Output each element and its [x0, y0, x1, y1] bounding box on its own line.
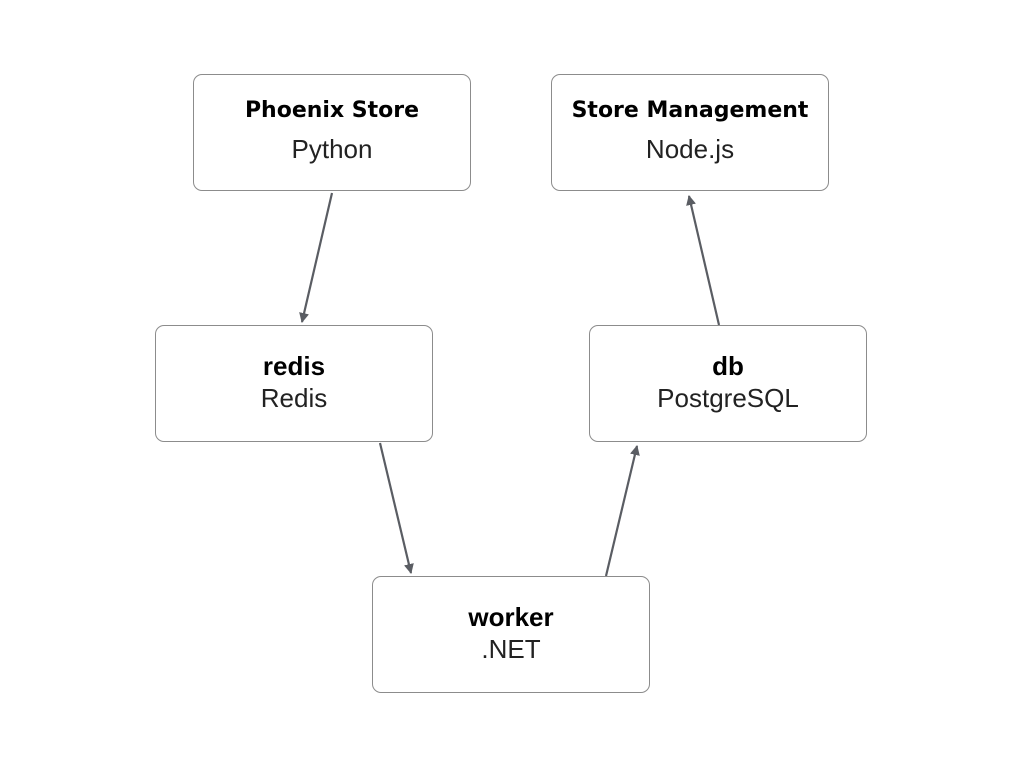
edge-phoenix-store-to-redis: [299, 192, 334, 323]
node-store-management: Store Management Node.js: [551, 74, 829, 191]
edge-worker-to-db: [604, 445, 640, 577]
node-worker: worker .NET: [372, 576, 650, 693]
node-subtitle: Python: [291, 133, 373, 164]
node-title: db: [712, 351, 744, 381]
node-redis: redis Redis: [155, 325, 433, 442]
node-db: db PostgreSQL: [589, 325, 867, 442]
node-title: Store Management: [571, 98, 809, 124]
node-title: worker: [468, 602, 554, 632]
edge-redis-to-worker: [378, 442, 414, 574]
edge-db-to-store-management: [686, 195, 721, 326]
node-phoenix-store: Phoenix Store Python: [193, 74, 471, 191]
node-subtitle: Redis: [260, 383, 328, 414]
node-subtitle: .NET: [481, 634, 541, 665]
node-title: Phoenix Store: [244, 98, 420, 124]
node-subtitle: PostgreSQL: [657, 383, 799, 414]
node-title: redis: [262, 351, 326, 381]
node-subtitle: Node.js: [645, 133, 735, 164]
